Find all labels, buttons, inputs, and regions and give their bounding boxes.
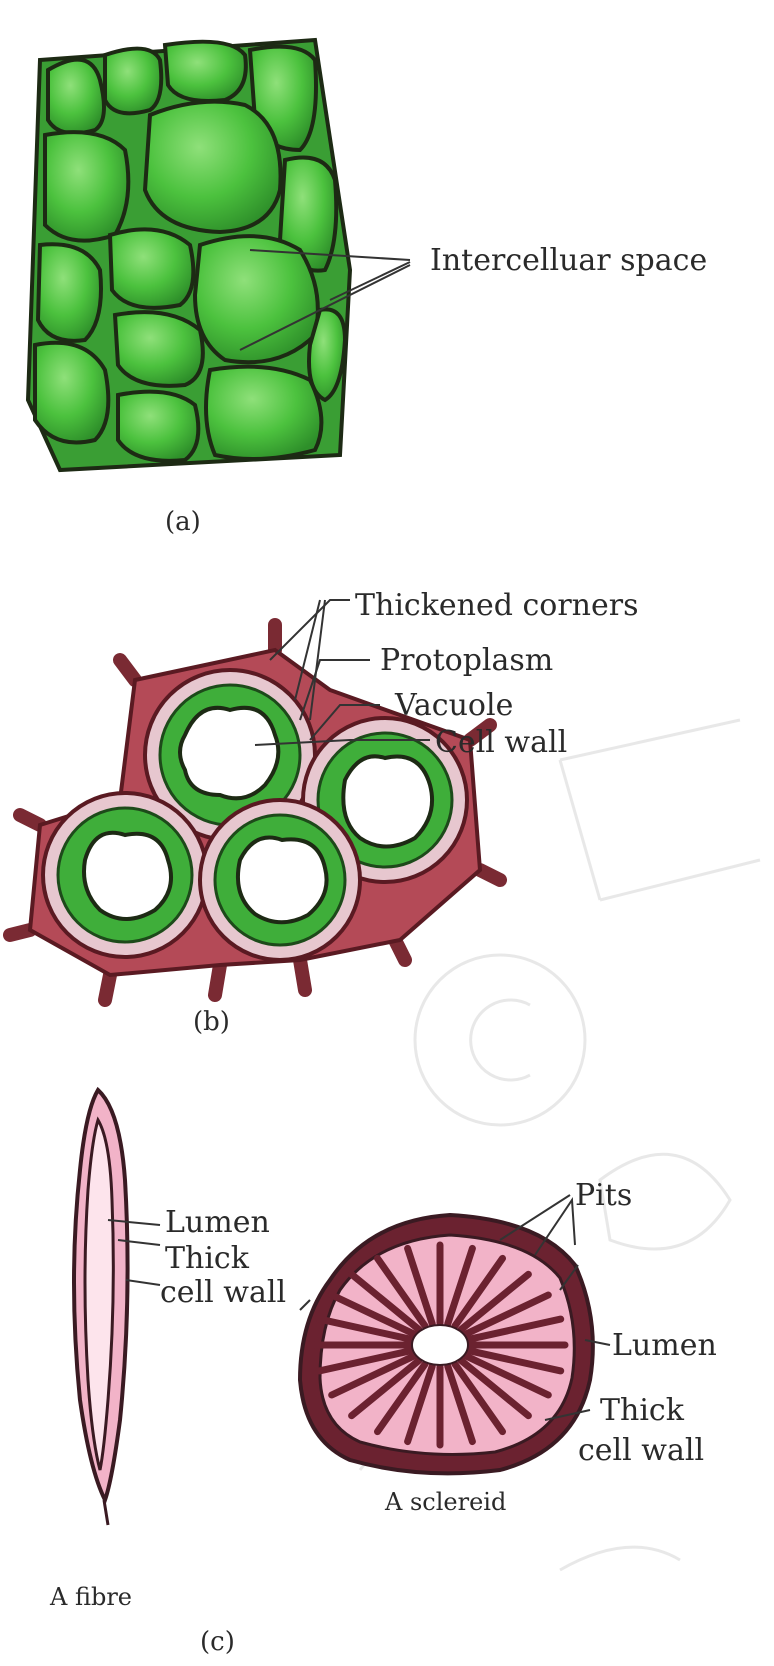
label-fibre-thick: Thick [165,1241,250,1276]
label-sclereid-pits: Pits [575,1178,632,1213]
label-thickened-corners: Thickened corners [355,588,639,623]
caption-c: (c) [200,1627,235,1657]
cell [48,60,104,134]
label-sclereid-lumen: Lumen [612,1328,717,1363]
caption-fibre: A fibre [49,1583,132,1611]
caption-a: (a) [165,507,201,537]
sclereid-lumen [412,1325,468,1365]
label-sclereid-cell-wall: cell wall [578,1433,704,1468]
cell [105,49,161,114]
cell [110,229,193,307]
cell [118,392,198,461]
cell [145,102,281,232]
caption-sclereid: A sclereid [384,1488,506,1516]
parenchyma-diagram: Intercelluar space (a) [28,40,707,537]
cell [35,343,108,443]
label-fibre-lumen: Lumen [165,1205,270,1240]
label-sclereid-thick: Thick [600,1393,685,1428]
label-fibre-cell-wall: cell wall [160,1275,286,1310]
label-cell-wall-b: Cell wall [435,725,567,760]
cell [206,367,321,459]
cell [38,244,101,341]
collenchyma-cell-4 [200,800,360,960]
label-protoplasm: Protoplasm [380,643,553,678]
label-vacuole: Vacuole [394,688,513,723]
label-intercellular-space: Intercelluar space [430,243,707,278]
cell [195,236,318,362]
cell [115,312,203,386]
sclerenchyma-fibre-diagram: Lumen Thick cell wall A fibre [49,1090,286,1611]
sclerenchyma-sclereid-diagram: Pits Lumen Thick cell wall A sclereid [300,1178,717,1516]
cell [165,42,246,101]
caption-b: (b) [193,1007,230,1037]
collenchyma-cell-3 [43,793,207,957]
cell [45,132,128,240]
collenchyma-diagram: Thickened corners Protoplasm Vacuole Cel… [10,588,639,1037]
